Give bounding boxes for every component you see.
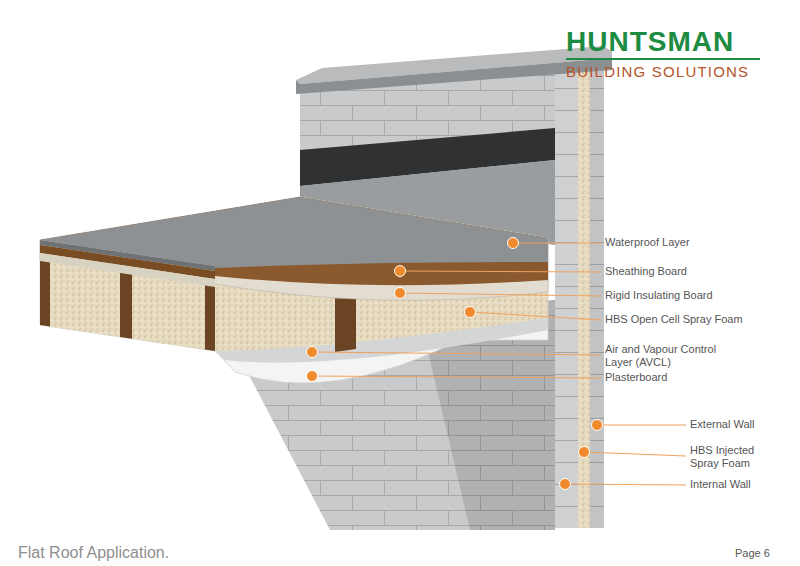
- part-label: Waterproof Layer: [605, 236, 690, 249]
- part-label: HBS Open Cell Spray Foam: [605, 313, 743, 326]
- plasterboard-layer: [40, 197, 548, 383]
- outer-leaf: [590, 58, 604, 528]
- part-label: HBS Injected Spray Foam: [690, 444, 770, 470]
- cut-joist: [120, 273, 132, 339]
- inner-leaf: [555, 66, 578, 528]
- page-number: Page 6: [735, 547, 770, 560]
- part-label: Sheathing Board: [605, 265, 687, 278]
- part-label: External Wall: [690, 418, 754, 431]
- part-label: Plasterboard: [605, 371, 667, 384]
- outer-leaf-shade: [590, 58, 604, 528]
- avcl-layer: [40, 197, 548, 363]
- part-label: Internal Wall: [690, 478, 751, 491]
- cavity-foam: [578, 66, 590, 528]
- part-label: Rigid Insulating Board: [605, 289, 713, 302]
- caption: Flat Roof Application.: [18, 544, 169, 562]
- cut-joist: [40, 261, 50, 327]
- part-label: Air and Vapour Control Layer (AVCL): [605, 343, 745, 369]
- callout-dots: [307, 238, 603, 490]
- cut-joist: [205, 286, 215, 352]
- logo-subtitle: BUILDING SOLUTIONS: [566, 63, 749, 80]
- timber-joist: [335, 298, 356, 352]
- spray-foam-layer: [40, 197, 548, 351]
- coping-front: [296, 58, 612, 94]
- logo-wordmark: HUNTSMAN: [566, 26, 734, 58]
- logo-rule: [566, 58, 760, 60]
- roof-cut-face: [40, 240, 215, 351]
